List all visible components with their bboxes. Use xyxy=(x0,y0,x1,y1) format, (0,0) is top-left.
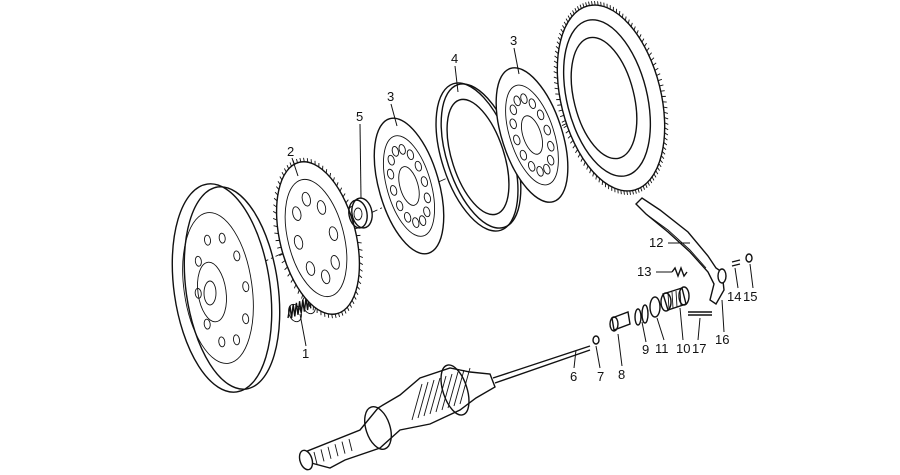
callout-13: 13 xyxy=(637,264,651,279)
callout-7: 7 xyxy=(597,369,604,384)
part-input-shaft xyxy=(298,345,591,471)
callout-3a: 3 xyxy=(387,89,394,104)
part-hub xyxy=(348,197,373,229)
callout-8: 8 xyxy=(618,367,625,382)
callout-6: 6 xyxy=(570,369,577,384)
callout-labels: 1 2 3 3 4 5 6 7 8 9 10 11 12 13 14 15 16… xyxy=(287,33,757,384)
callout-10: 10 xyxy=(676,341,690,356)
part-bearing-assembly xyxy=(592,286,712,345)
center-axis xyxy=(179,89,641,301)
callout-15: 15 xyxy=(743,289,757,304)
part-flywheel xyxy=(171,183,281,393)
part-clutch-disc-right xyxy=(495,67,569,203)
callout-3b: 3 xyxy=(510,33,517,48)
part-pressure-plate xyxy=(272,157,364,319)
callout-17: 17 xyxy=(692,341,706,356)
part-small-spring xyxy=(671,266,688,278)
leader-lines xyxy=(291,47,754,369)
callout-11: 11 xyxy=(655,341,669,356)
callout-5: 5 xyxy=(356,109,363,124)
callout-4: 4 xyxy=(451,51,458,66)
part-clutch-disc-left xyxy=(373,117,445,255)
callout-1: 1 xyxy=(302,346,309,361)
callout-16: 16 xyxy=(715,332,729,347)
part-ring-gear xyxy=(553,1,669,195)
callout-9: 9 xyxy=(642,342,649,357)
callout-12: 12 xyxy=(649,235,663,250)
part-pins xyxy=(717,253,753,284)
part-release-fork xyxy=(635,197,725,305)
callout-2: 2 xyxy=(287,144,294,159)
callout-14: 14 xyxy=(727,289,741,304)
